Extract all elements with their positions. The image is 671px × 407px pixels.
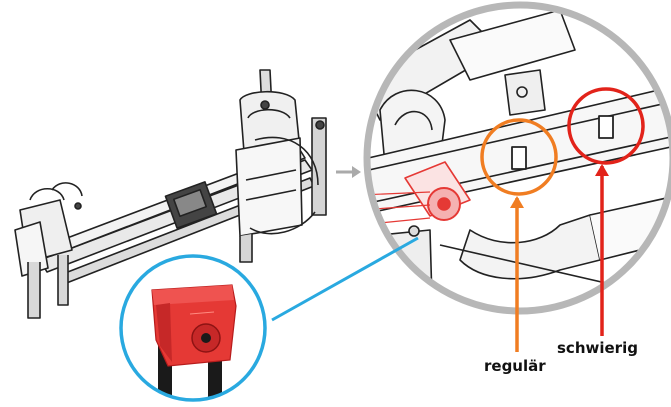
- label-regular: regulär: [484, 357, 546, 375]
- knob-inset: [119, 254, 267, 402]
- label-hard: schwierig: [557, 339, 638, 357]
- callout-line: [271, 236, 419, 322]
- regular-marker: [480, 118, 558, 196]
- hard-marker: [567, 87, 645, 165]
- bike-rack-illustration: [14, 69, 327, 319]
- zoom-arrow-icon: [336, 166, 361, 178]
